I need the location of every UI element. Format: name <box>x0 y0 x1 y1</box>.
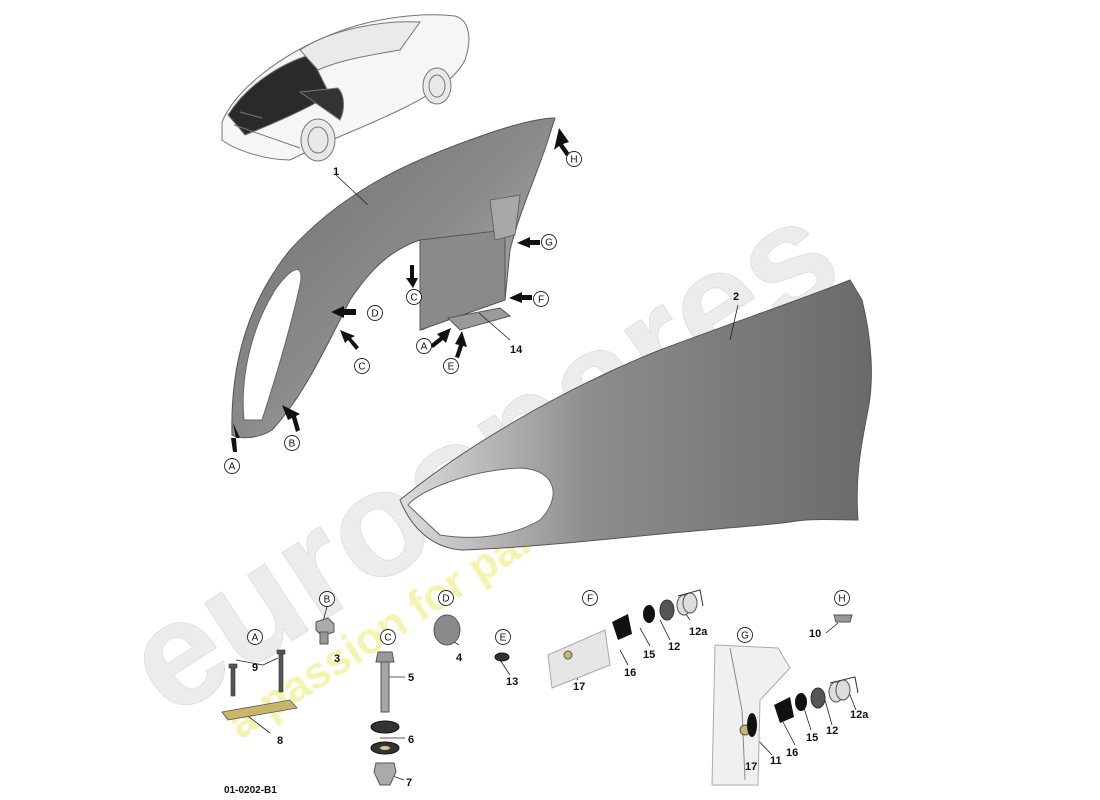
fixing-arrows <box>231 128 570 452</box>
detail-header-c-label: C <box>384 633 391 644</box>
callout-d: D <box>367 305 383 321</box>
detail-header-h-label: H <box>838 594 845 605</box>
bracket-line-12a-g <box>829 676 859 694</box>
callout-c-lower: C <box>354 358 370 374</box>
washer-part-6b-hole <box>380 746 390 750</box>
callout-c-lower-label: C <box>358 362 365 373</box>
grommet-part-11-g <box>747 713 757 737</box>
spacer-part-12-g <box>810 687 826 709</box>
plug-part-4 <box>433 614 461 646</box>
detail-header-h: H <box>834 590 850 606</box>
label-part-17-g: 17 <box>745 761 757 773</box>
bolt-part-3 <box>315 617 335 645</box>
detail-header-d-label: D <box>442 594 449 605</box>
detail-header-e: E <box>495 629 511 645</box>
detail-header-a-label: A <box>252 633 259 644</box>
callout-b-upper-label: B <box>289 439 296 450</box>
detail-header-f-label: F <box>587 594 593 605</box>
spacer-set-part-12a-g <box>828 679 851 703</box>
callout-h: H <box>566 151 582 167</box>
washer-part-6a <box>370 720 400 734</box>
spring-clip-part-16-f <box>612 614 632 640</box>
detail-header-f: F <box>582 590 598 606</box>
callout-a-lower: A <box>224 458 240 474</box>
callout-e-upper: E <box>443 358 459 374</box>
label-part-8: 8 <box>277 735 283 747</box>
label-part-3: 3 <box>334 653 340 665</box>
bracket-line-12a-f <box>677 589 704 607</box>
bracket-part-14 <box>446 307 512 331</box>
callout-f: F <box>533 291 549 307</box>
inner-wheel-arch-panel <box>231 117 556 439</box>
label-part-1: 1 <box>333 166 339 178</box>
callout-h-label: H <box>570 155 577 166</box>
label-part-7: 7 <box>406 777 412 789</box>
detail-header-g-label: G <box>741 631 749 642</box>
fastener-part-10 <box>833 614 853 623</box>
spring-clip-part-16-g <box>774 697 794 723</box>
label-part-12a-f: 12a <box>689 626 708 638</box>
label-part-12-g: 12 <box>826 725 838 737</box>
label-part-12a-g: 12a <box>850 709 869 721</box>
callout-c-upper-label: C <box>410 293 417 304</box>
label-part-17-f: 17 <box>573 681 585 693</box>
callout-g-label: G <box>545 238 553 249</box>
label-part-10: 10 <box>809 628 821 640</box>
callout-a-lower-label: A <box>229 462 236 473</box>
washer-part-15-g <box>795 693 807 711</box>
label-part-2: 2 <box>733 291 739 303</box>
label-part-6: 6 <box>408 734 414 746</box>
stud-part-9 <box>228 649 286 697</box>
nut-part-17-f <box>563 650 573 660</box>
detail-header-c: C <box>380 629 396 645</box>
spacer-part-12-f <box>659 599 675 621</box>
bolt-part-5 <box>375 651 395 713</box>
callout-a-upper-label: A <box>421 342 428 353</box>
detail-header-b: B <box>319 591 335 607</box>
plate-part-8 <box>221 699 298 721</box>
bracket-detail-f <box>547 629 611 689</box>
callout-b-upper: B <box>284 435 300 451</box>
label-part-15-f: 15 <box>643 649 655 661</box>
washer-part-15-f <box>643 605 655 623</box>
label-part-4: 4 <box>456 652 463 664</box>
panel-detail-g-edge <box>729 647 746 781</box>
callout-g: G <box>541 234 557 250</box>
car-thumbnail <box>221 14 470 162</box>
callout-a-upper: A <box>416 338 432 354</box>
detail-parts <box>221 589 859 786</box>
spacer-set-part-12a-f <box>676 592 698 616</box>
label-part-12-f: 12 <box>668 641 680 653</box>
label-part-9: 9 <box>252 662 258 674</box>
callout-c-upper: C <box>406 289 422 305</box>
diagram-reference-code: 01-0202-B1 <box>224 785 277 796</box>
callout-d-label: D <box>371 309 378 320</box>
label-part-16-g: 16 <box>786 747 798 759</box>
front-wing-panel <box>399 279 872 551</box>
detail-header-g: G <box>737 627 753 643</box>
part-number-labels: 1 2 14 3 4 5 6 7 8 9 10 11 12 12 12a 12a… <box>252 166 869 789</box>
detail-header-d: D <box>438 590 454 606</box>
label-part-15-g: 15 <box>806 732 818 744</box>
detail-header-b-label: B <box>324 595 331 606</box>
callout-e-upper-label: E <box>448 362 455 373</box>
clip-part-7 <box>373 762 397 786</box>
callout-f-label: F <box>538 295 544 306</box>
detail-header-e-label: E <box>500 633 507 644</box>
fixing-point-callouts: H G F C D C A E B A A B C D E F G H <box>224 151 850 645</box>
label-part-16-f: 16 <box>624 667 636 679</box>
label-part-11: 11 <box>770 755 782 767</box>
label-part-14: 14 <box>510 344 523 356</box>
label-part-5: 5 <box>408 672 414 684</box>
washer-part-13 <box>494 652 510 662</box>
detail-header-a: A <box>247 629 263 645</box>
label-part-13: 13 <box>506 676 518 688</box>
